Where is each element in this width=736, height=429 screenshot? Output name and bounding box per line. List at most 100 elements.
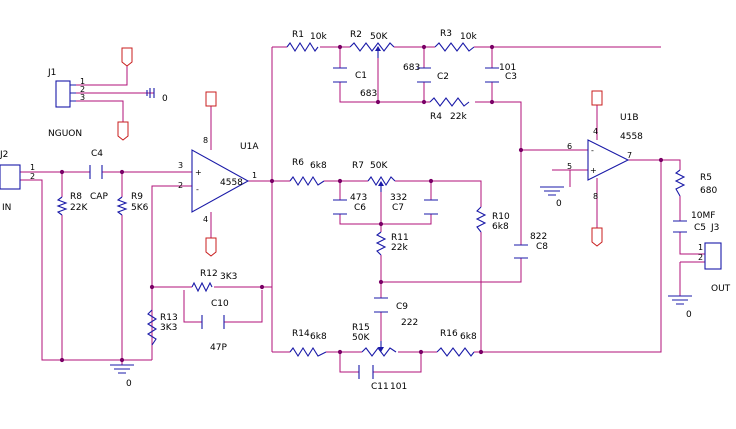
label-r15-val: 50K — [352, 333, 370, 343]
svg-text:+: + — [195, 168, 202, 177]
resistor-r16 — [436, 347, 475, 357]
svg-text:1: 1 — [80, 77, 85, 86]
svg-text:2: 2 — [178, 181, 183, 190]
label-c10: C10 — [211, 299, 229, 309]
label-r15: R15 — [352, 323, 370, 333]
svg-text:6: 6 — [567, 142, 572, 151]
label-c5-val: 10MF — [691, 211, 715, 221]
label-r7: R7 — [352, 161, 364, 171]
label-gnd-out: 0 — [686, 310, 692, 320]
capacitor-c1 — [333, 67, 347, 83]
resistor-r1 — [286, 41, 319, 53]
label-r5: R5 — [700, 173, 712, 183]
opamp-u1a — [191, 149, 250, 213]
connector-j2 — [0, 164, 21, 190]
svg-text:2: 2 — [30, 172, 35, 181]
capacitor-c10 — [201, 315, 225, 329]
svg-text:3: 3 — [80, 93, 85, 102]
label-gnd-u1b: 0 — [556, 199, 562, 209]
label-c9: C9 — [396, 302, 408, 312]
svg-text:-: - — [196, 185, 199, 194]
label-c8: C8 — [536, 242, 548, 252]
label-r1-val: 10k — [310, 32, 327, 42]
svg-text:4: 4 — [593, 127, 598, 136]
resistor-r13 — [146, 309, 158, 346]
svg-text:2: 2 — [80, 85, 85, 94]
resistor-r4 — [429, 97, 470, 107]
label-r14: R14 — [292, 329, 310, 339]
label-c11-val: 101 — [390, 382, 407, 392]
label-c11: C11 — [371, 382, 389, 392]
resistor-r14 — [289, 346, 327, 358]
label-u1b-val: 4558 — [620, 132, 643, 142]
label-c3: C3 — [505, 72, 517, 82]
capacitor-c8 — [514, 244, 528, 259]
svg-text:8: 8 — [593, 192, 598, 201]
label-u1a-val: 4558 — [220, 178, 243, 188]
label-r8: R8 — [70, 192, 82, 202]
connector-j3 — [704, 242, 722, 270]
capacitor-c9 — [374, 297, 388, 313]
resistor-r3 — [434, 42, 475, 52]
capacitor-c4 — [89, 165, 103, 179]
label-r12-val: 3K3 — [220, 272, 237, 282]
label-r12: R12 — [200, 269, 218, 279]
svg-text:8: 8 — [203, 136, 208, 145]
label-j3: J3 — [710, 223, 719, 233]
resistor-r11 — [375, 231, 387, 256]
potentiometer-r7 — [367, 175, 396, 187]
label-r9-val: 5K6 — [131, 203, 149, 213]
components — [0, 41, 722, 379]
label-c5: C5 — [694, 223, 706, 233]
label-j1-name: NGUON — [48, 129, 82, 139]
capacitor-c11 — [358, 365, 374, 379]
label-r3: R3 — [440, 29, 452, 39]
label-c10-val: 47P — [210, 343, 227, 353]
svg-text:5: 5 — [567, 162, 572, 171]
label-r10: R10 — [492, 212, 510, 222]
label-r2-val: 50K — [370, 32, 388, 42]
label-r6: R6 — [292, 158, 304, 168]
label-r9: R9 — [131, 192, 143, 202]
svg-text:4: 4 — [203, 215, 208, 224]
capacitor-c7 — [424, 199, 438, 215]
label-c7: C7 — [392, 203, 404, 213]
svg-text:1: 1 — [30, 163, 35, 172]
label-c1: C1 — [355, 71, 367, 81]
resistor-r5 — [674, 169, 686, 197]
label-r14-val: 6k8 — [310, 332, 327, 342]
label-u1b: U1B — [620, 113, 639, 123]
svg-text:3: 3 — [178, 161, 183, 170]
label-r11-val: 22k — [391, 243, 408, 253]
label-r5-val: 680 — [700, 186, 717, 196]
label-r3-val: 10k — [460, 32, 477, 42]
junctions — [59, 44, 664, 363]
ground-icon — [110, 88, 692, 374]
label-gnd-j1: 0 — [162, 94, 168, 104]
label-r13: R13 — [160, 313, 178, 323]
resistor-r9 — [116, 196, 128, 216]
label-j1: J1 — [47, 68, 56, 78]
label-c7-val: 332 — [390, 193, 407, 203]
label-r6-val: 6k8 — [310, 161, 327, 171]
label-c4-val: CAP — [90, 192, 108, 202]
label-j2-name: IN — [2, 203, 11, 213]
labels: R1 10k R2 50K R3 10k C1 683 683 C2 101 C… — [0, 29, 731, 392]
label-c2-val: 683 — [403, 63, 420, 73]
label-r11: R11 — [391, 233, 409, 243]
capacitor-c2 — [417, 67, 431, 83]
label-c3-val: 101 — [499, 63, 516, 73]
label-c6-val: 473 — [350, 193, 367, 203]
label-u1a: U1A — [240, 142, 259, 152]
svg-text:1: 1 — [698, 243, 703, 252]
label-r13-val: 3K3 — [160, 323, 177, 333]
label-r4-val: 22k — [450, 112, 467, 122]
svg-text:1: 1 — [252, 171, 257, 180]
resistor-r6 — [289, 175, 325, 187]
label-gnd-in: 0 — [126, 379, 132, 389]
label-c9-val: 222 — [401, 318, 418, 328]
wires — [20, 46, 705, 373]
capacitor-c3 — [485, 67, 499, 83]
label-r2: R2 — [350, 30, 362, 40]
